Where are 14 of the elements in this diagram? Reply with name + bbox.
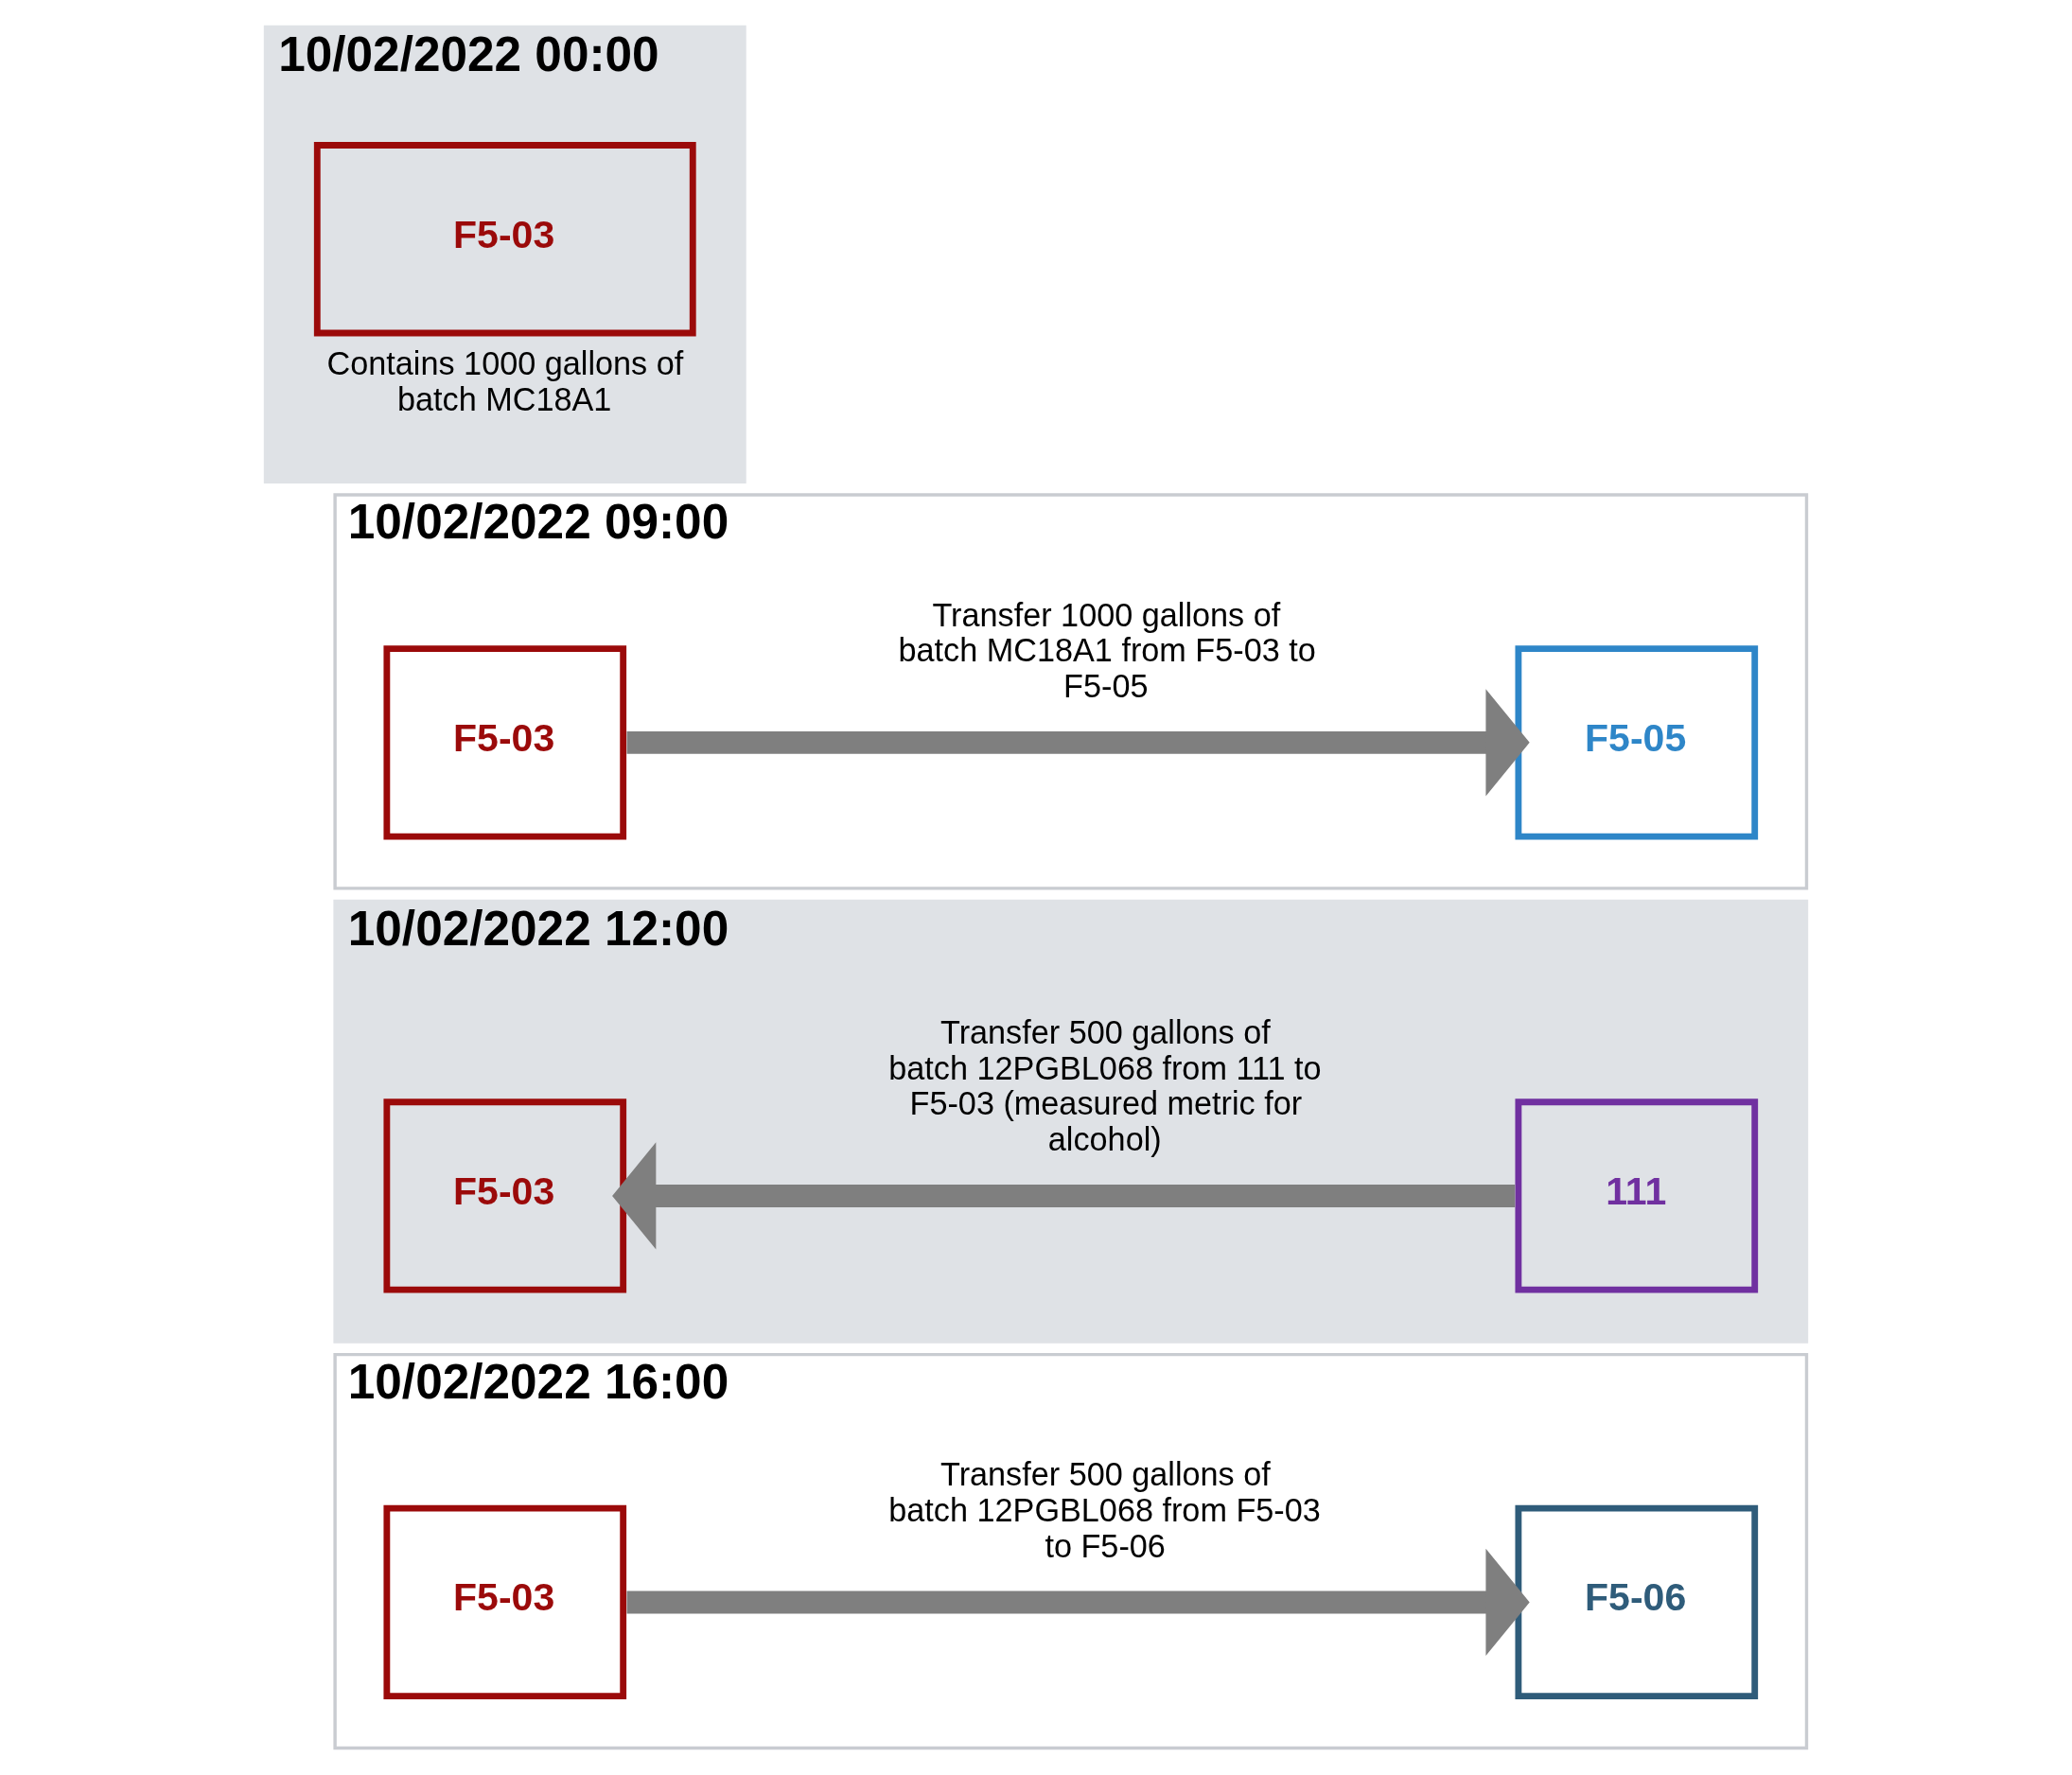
node-box: F5-03 bbox=[313, 142, 696, 337]
arrow bbox=[612, 1142, 1516, 1250]
node-box: F5-05 bbox=[1515, 645, 1759, 840]
arrow bbox=[626, 1548, 1530, 1657]
node-box: 111 bbox=[1515, 1098, 1759, 1293]
node-box: F5-03 bbox=[383, 1098, 627, 1293]
node-box: F5-03 bbox=[383, 1504, 627, 1700]
node-box: F5-03 bbox=[383, 645, 627, 840]
edge-label: Transfer 1000 gallons of batch MC18A1 from F5-03 to F5-05 bbox=[898, 596, 1316, 704]
edge-label: Transfer 500 gallons of batch 12PGBL068 from F5-03 to F5-06 bbox=[888, 1456, 1321, 1564]
node-box: F5-06 bbox=[1515, 1504, 1759, 1700]
edge-label: Transfer 500 gallons of batch 12PGBL068 from 111 to F5-03 (measured metric for alcohol) bbox=[888, 1014, 1322, 1158]
node-label: Contains 1000 gallons of batch MC18A1 bbox=[326, 345, 684, 418]
arrow bbox=[626, 689, 1530, 797]
